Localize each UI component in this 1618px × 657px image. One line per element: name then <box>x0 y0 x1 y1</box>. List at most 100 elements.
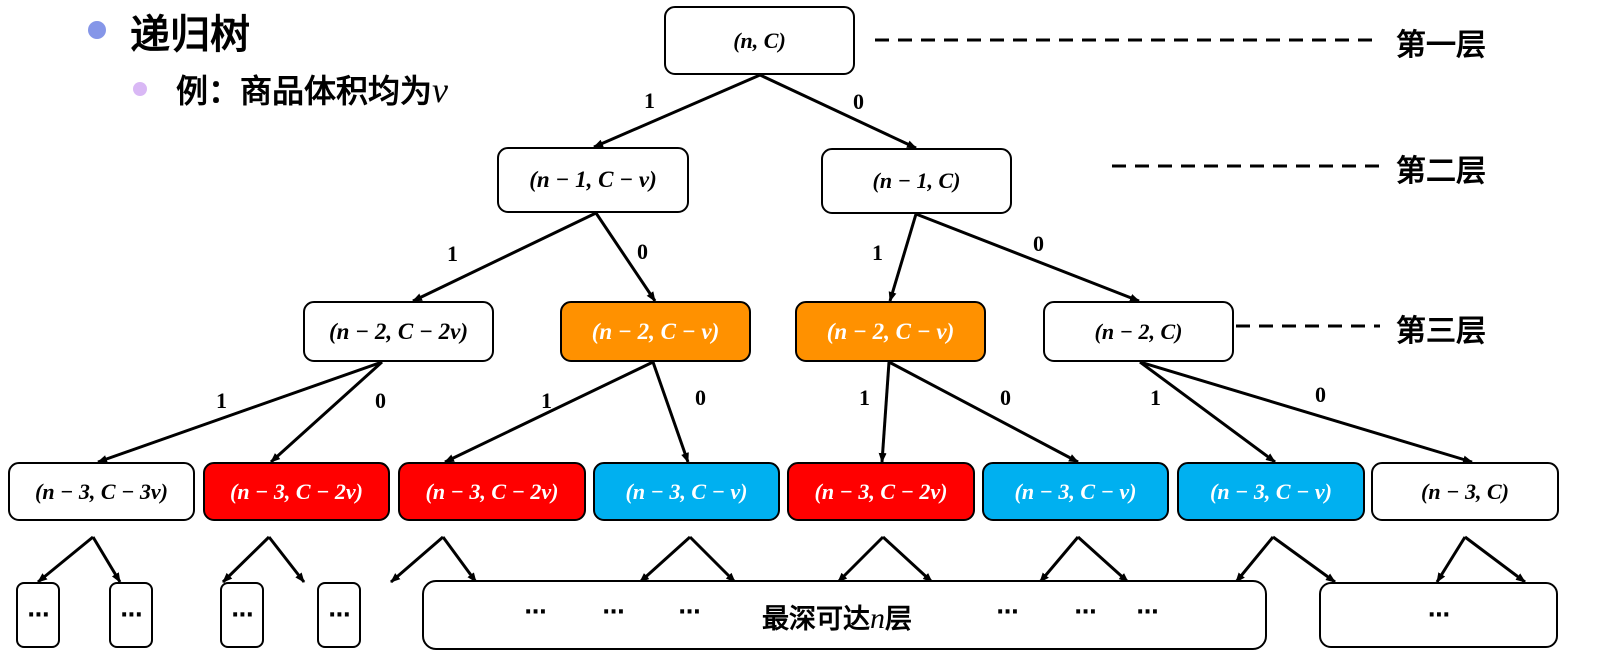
tree-node-level4-duplicate: (n − 3, C − v) <box>1177 462 1365 521</box>
node-label: (n, C) <box>733 27 786 53</box>
edge-l3d-l4-skip <box>1139 360 1473 464</box>
edge-label-take: 1 <box>644 88 655 113</box>
leaf-node: ··· <box>16 582 60 648</box>
edge-l4g-leaf-left <box>1234 536 1275 583</box>
edge-l4d-leaf-left <box>638 535 692 584</box>
edge-l3b-l4-skip <box>651 361 690 463</box>
edge-label-skip: 0 <box>1315 382 1326 407</box>
layer-label-2: 第二层 <box>1396 154 1486 189</box>
edge-l1-l2-skip <box>759 73 917 150</box>
tree-node-level3-duplicate: (n − 2, C − v) <box>795 301 986 362</box>
layer-label-1: 第一层 <box>1396 28 1486 63</box>
edge-l2a-l3-take <box>412 211 597 303</box>
ellipsis: ··· <box>26 602 50 628</box>
node-label: (n − 2, C) <box>1094 318 1183 344</box>
edge-l4e-leaf-right <box>881 535 934 584</box>
ellipsis: ··· <box>678 600 701 625</box>
edge-label-take: 1 <box>541 388 552 413</box>
subtitle-variable: v <box>432 70 448 110</box>
node-label: (n − 3, C − v) <box>625 478 748 504</box>
page-title: 递归树 <box>130 12 250 58</box>
node-label: (n − 1, C) <box>872 168 961 193</box>
edge-label-take: 1 <box>1150 385 1161 410</box>
tree-node-level3-duplicate: (n − 2, C − v) <box>560 301 751 362</box>
node-label: (n − 3, C) <box>1421 478 1509 504</box>
node-label: (n − 3, C − 2v) <box>230 478 363 504</box>
edge-l4a-leaf-left <box>37 535 94 584</box>
tree-node-level3: (n − 2, C) <box>1043 301 1234 362</box>
edge-l4b-leaf-left <box>221 535 271 584</box>
tree-node-level4-duplicate: (n − 3, C − v) <box>593 462 780 521</box>
leaf-node: ··· <box>220 582 264 648</box>
edge-label-take: 1 <box>872 240 883 265</box>
edge-l3c-l4-skip <box>888 360 1079 464</box>
node-label: (n − 3, C − 2v) <box>814 478 948 504</box>
edge-label-skip: 0 <box>853 89 864 114</box>
ellipsis: ··· <box>996 600 1019 625</box>
tree-node-level4: (n − 3, C − 3v) <box>8 462 195 521</box>
ellipsis: ··· <box>327 602 351 628</box>
edge-l4g-leaf-right <box>1272 535 1336 584</box>
leaf-node: ··· <box>109 582 153 648</box>
edge-l4h-leaf-left <box>1435 536 1467 583</box>
edge-label-take: 1 <box>216 388 227 413</box>
edge-l4e-leaf-left <box>836 535 885 584</box>
ellipsis: ··· <box>1136 600 1159 625</box>
edge-l3a-l4-take <box>97 360 383 464</box>
node-label: (n − 3, C − 2v) <box>425 478 559 504</box>
ellipsis: ··· <box>602 600 625 625</box>
deep-level-banner: ··· ··· ··· 最深可达n层 ··· ··· ··· <box>422 580 1267 650</box>
node-label: (n − 3, C − 3v) <box>35 478 168 504</box>
tree-node-level1-root: (n, C) <box>664 6 855 75</box>
tree-node-level2: (n − 1, C − v) <box>497 147 689 213</box>
deep-level-content: ··· ··· ··· 最深可达n层 ··· ··· ··· <box>424 582 1265 648</box>
deep-level-variable: n <box>870 602 885 635</box>
tree-node-level4-duplicate: (n − 3, C − 2v) <box>398 462 586 521</box>
edge-l4d-leaf-right <box>688 535 737 584</box>
leaf-node: ··· <box>317 582 361 648</box>
edge-l4a-leaf-right <box>91 536 122 583</box>
ellipsis: ··· <box>1427 602 1450 628</box>
edge-l3d-l4-take <box>1139 360 1276 464</box>
node-label: (n − 3, C − v) <box>1210 478 1332 504</box>
node-label: (n − 3, C − v) <box>1014 478 1137 504</box>
subtitle: 例：商品体积均为v <box>176 66 448 112</box>
edge-label-skip: 0 <box>1033 231 1044 256</box>
edge-l3a-l4-skip <box>269 360 384 464</box>
layer-label-3: 第三层 <box>1396 314 1486 349</box>
edge-l4f-leaf-left <box>1038 536 1080 583</box>
bullet-level2-icon <box>133 82 147 96</box>
deep-level-label: 最深可达n层 <box>762 597 912 636</box>
leaf-node-wide: ··· <box>1319 582 1558 648</box>
edge-l2b-l3-take <box>888 213 918 302</box>
edge-l3c-l4-take <box>878 361 891 463</box>
edge-l4h-leaf-right <box>1464 535 1526 584</box>
edge-label-take: 1 <box>447 241 458 266</box>
node-label: (n − 2, C − v) <box>826 318 955 344</box>
node-label: (n − 2, C − v) <box>591 318 720 344</box>
edge-l4f-leaf-right <box>1076 535 1130 584</box>
edge-l2b-l3-skip <box>915 212 1140 303</box>
edge-l3b-l4-take <box>444 360 654 464</box>
subtitle-text: 例：商品体积均为 <box>176 72 433 110</box>
edge-label-skip: 0 <box>1000 385 1011 410</box>
ellipsis: ··· <box>524 600 547 625</box>
edge-label-skip: 0 <box>375 388 386 413</box>
node-label: (n − 1, C − v) <box>529 167 657 192</box>
edge-label-skip: 0 <box>695 385 706 410</box>
edge-l1-l2-take <box>593 73 761 149</box>
deep-level-prefix: 最深可达 <box>762 604 870 635</box>
tree-node-level4-duplicate: (n − 3, C − v) <box>982 462 1169 521</box>
edge-label-skip: 0 <box>637 239 648 264</box>
edge-label-take: 1 <box>859 385 870 410</box>
edge-l4b-leaf-right <box>267 536 306 583</box>
ellipsis: ··· <box>230 602 254 628</box>
tree-node-level2: (n − 1, C) <box>821 148 1012 214</box>
edge-l2a-l3-skip <box>594 212 657 302</box>
ellipsis: ··· <box>1074 600 1097 625</box>
edge-l4c-leaf-right <box>441 536 478 583</box>
tree-node-level4-duplicate: (n − 3, C − 2v) <box>787 462 975 521</box>
tree-node-level4-duplicate: (n − 3, C − 2v) <box>203 462 390 521</box>
ellipsis: ··· <box>119 602 143 628</box>
